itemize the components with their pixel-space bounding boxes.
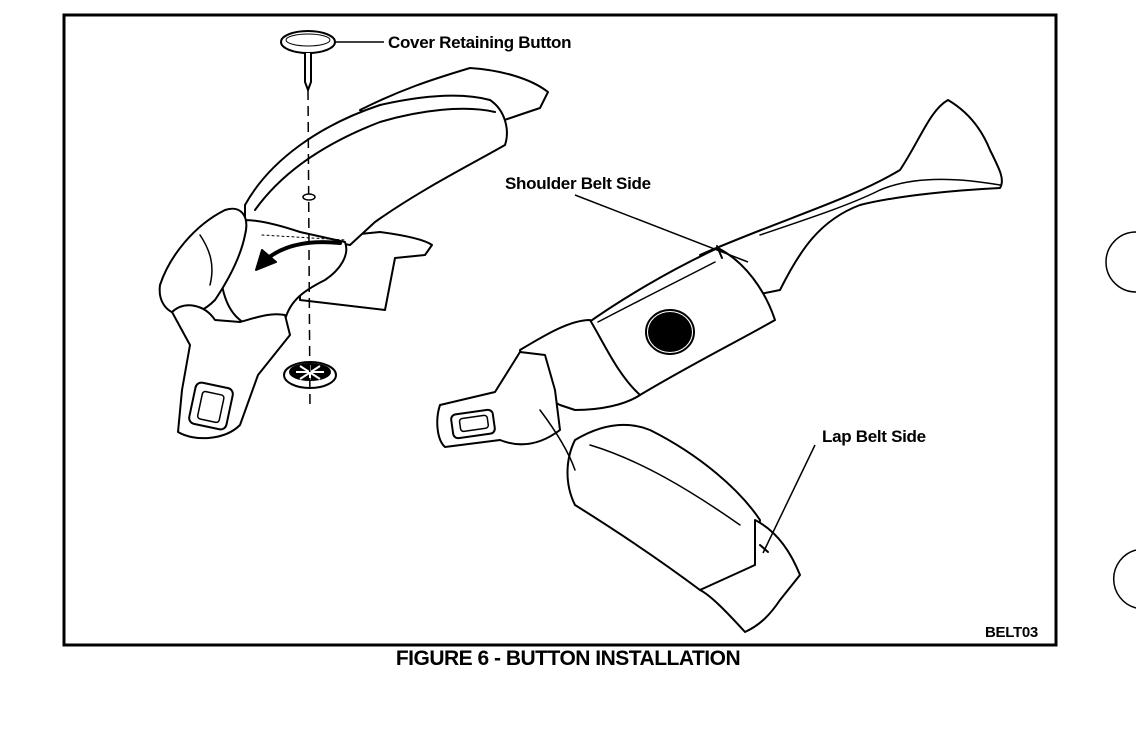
cover-retaining-button	[280, 30, 336, 93]
binder-hole-top	[1105, 231, 1136, 293]
shoulder-belt-webbing	[699, 99, 1003, 301]
label-cover-retaining-button: Cover Retaining Button	[388, 33, 572, 52]
callout-line-shoulder	[574, 194, 749, 263]
lap-belt-webbing	[699, 519, 801, 633]
binder-hole-bottom	[1112, 549, 1136, 609]
right-buckle-assembly	[436, 99, 1003, 633]
installed-button	[645, 309, 695, 355]
callout-line-lap	[762, 444, 816, 554]
figure-frame	[62, 13, 1058, 647]
fold-arrow	[266, 240, 342, 260]
cover-hole	[302, 193, 316, 201]
left-cover-fold	[219, 219, 348, 331]
left-buckle-assembly	[158, 67, 549, 440]
figure-caption: FIGURE 6 - BUTTON INSTALLATION	[395, 647, 741, 670]
left-belt-cover	[244, 94, 508, 246]
lap-cover	[566, 423, 761, 591]
button-alignment-line	[307, 89, 311, 411]
label-lap-belt-side: Lap Belt Side	[822, 427, 926, 446]
label-shoulder-belt-side: Shoulder Belt Side	[505, 174, 651, 193]
figure-code: BELT03	[985, 624, 1038, 641]
